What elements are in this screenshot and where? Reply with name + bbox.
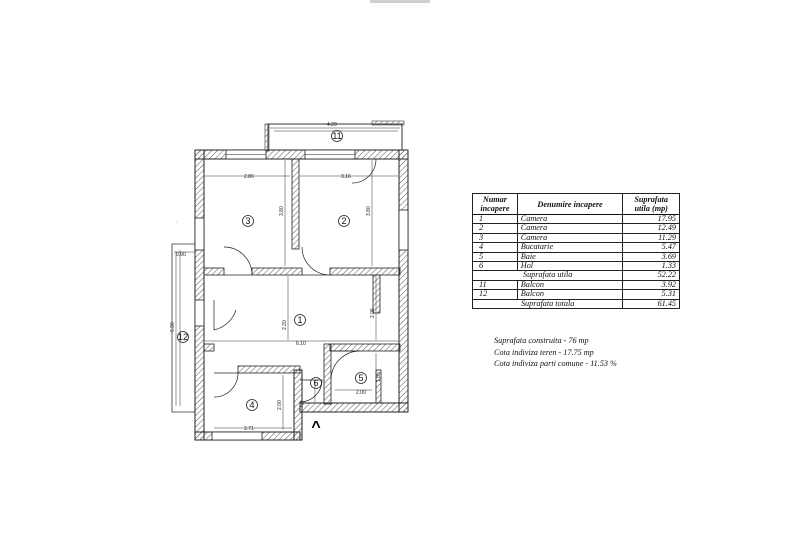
dim-room3-height: 3.80 [279,206,285,216]
table-row: 4 Bucatarie 5.47 [472,242,680,253]
room-11-circle [331,130,343,142]
land-share-note: Cota indiviza teren - 17.75 mp [494,347,594,357]
table-header-row: Numar incapere Denumire incapere Suprafa… [472,193,680,215]
interior-walls [203,158,401,405]
row-area: 5.31 [622,289,680,300]
dim-hall-width: 6.10 [296,341,306,347]
dim-bath-height: 1.85 [376,372,382,382]
dimension-labels: 4.20 2.86 3.16 3.80 3.80 0.90 5.90 2.20 … [170,122,382,432]
total-area-label: Suprafata totala [471,298,624,310]
header-area: Suprafata utila (mp) [622,193,680,215]
room-numbers: 1 2 3 4 5 6 11 12 [178,131,364,410]
row-number: 2 [472,223,518,234]
table-row: 2 Camera 12.49 [472,223,680,234]
dim-right-height: 2.05 [370,308,376,318]
common-share-note: Cota indiviza parti comune - 11.53 % [494,359,617,368]
row-name: Bucatarie [516,242,624,253]
floor-plan: 4.20 2.86 3.16 3.80 3.80 0.90 5.90 2.20 … [170,120,409,441]
table-row: 3 Camera 11.29 [472,232,680,244]
room-12-circle [177,331,189,343]
table-row: 6 Hol 1.33 [472,261,680,272]
row-number: 4 [472,242,518,253]
balcony-12 [171,243,195,413]
row-area: 12.49 [622,223,680,234]
table-row: 1 Camera 17.95 [472,213,680,225]
room-6-number: 6 [313,378,318,388]
dim-room3-width: 2.86 [244,174,254,180]
area-notes: Suprafata construita - 76 mp Cota indivi… [494,335,617,370]
dim-bath-width: 2.00 [356,390,366,396]
room-4-number: 4 [249,400,254,410]
row-name: Balcon [516,289,624,300]
room-4-circle [246,399,258,411]
room-1-number: 1 [297,315,302,325]
room-2-circle [338,215,350,227]
total-area-value: 61.45 [622,298,680,310]
room-5-number: 5 [358,373,363,383]
row-name: Baie [516,251,624,263]
room-12-number: 12 [178,332,188,342]
table-row: 12 Balcon 5.31 [472,289,680,300]
dim-balcony-top: 4.20 [327,122,337,128]
useful-area-label: Suprafata utila [471,270,624,281]
room-3-circle [242,215,254,227]
row-number: 12 [472,289,518,300]
total-area-row: Suprafata totala 61.45 [471,298,680,310]
room-3-number: 3 [245,216,250,226]
dim-balcony-left-width: 0.90 [176,252,186,258]
door-swings [213,158,377,403]
room-11-number: 11 [332,131,341,141]
dim-balcony-left-length: 5.90 [170,322,176,332]
room-1-circle [294,314,306,326]
room-5-circle [355,372,367,384]
dimension-lines [174,127,400,430]
table-row: 5 Baie 3.69 [472,251,680,263]
header-scribble [370,0,430,3]
row-name: Camera [516,223,624,234]
useful-area-row: Suprafata utila 52.22 [471,270,680,281]
entrance-arrow-icon: ^ [311,419,320,436]
room-labels [177,130,367,411]
room-2-number: 2 [341,216,346,226]
header-name: Denumire incapere [516,193,624,215]
dim-room2-height: 3.80 [366,206,372,216]
dim-hall-height: 2.20 [282,320,288,330]
margin-mark: , [176,218,178,224]
built-area-note: Suprafata construita - 76 mp [494,336,589,345]
row-number: 6 [472,261,518,272]
room-6-circle [310,377,322,389]
header-number: Numar incapere [472,193,518,215]
rooms-table: Numar incapere Denumire incapere Suprafa… [471,193,680,310]
dim-kitchen-height: 2.00 [277,400,283,410]
dim-room2-width: 3.16 [341,174,351,180]
windows [194,149,409,441]
dim-kitchen-width: 2.71 [244,426,254,432]
table-row: 11 Balcon 3.92 [472,279,680,291]
useful-area-value: 52.22 [622,270,680,281]
row-area: 5.47 [622,242,680,253]
